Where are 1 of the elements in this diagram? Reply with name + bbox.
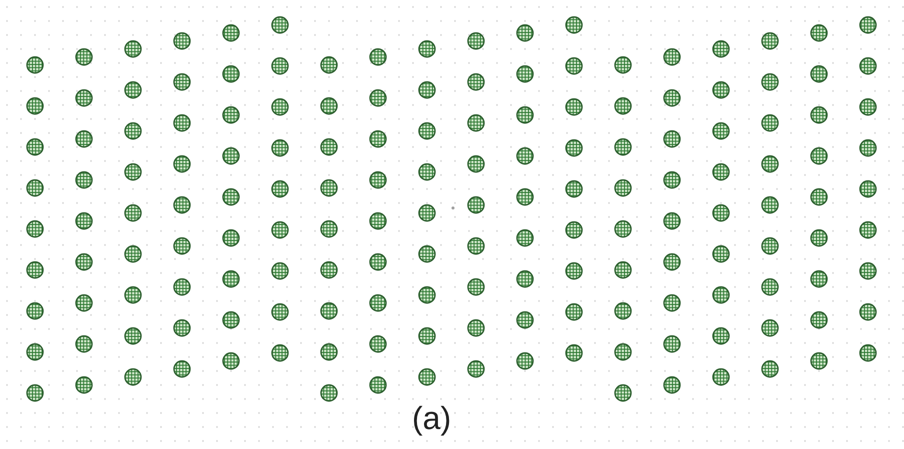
figure-caption: (a) <box>412 399 452 438</box>
